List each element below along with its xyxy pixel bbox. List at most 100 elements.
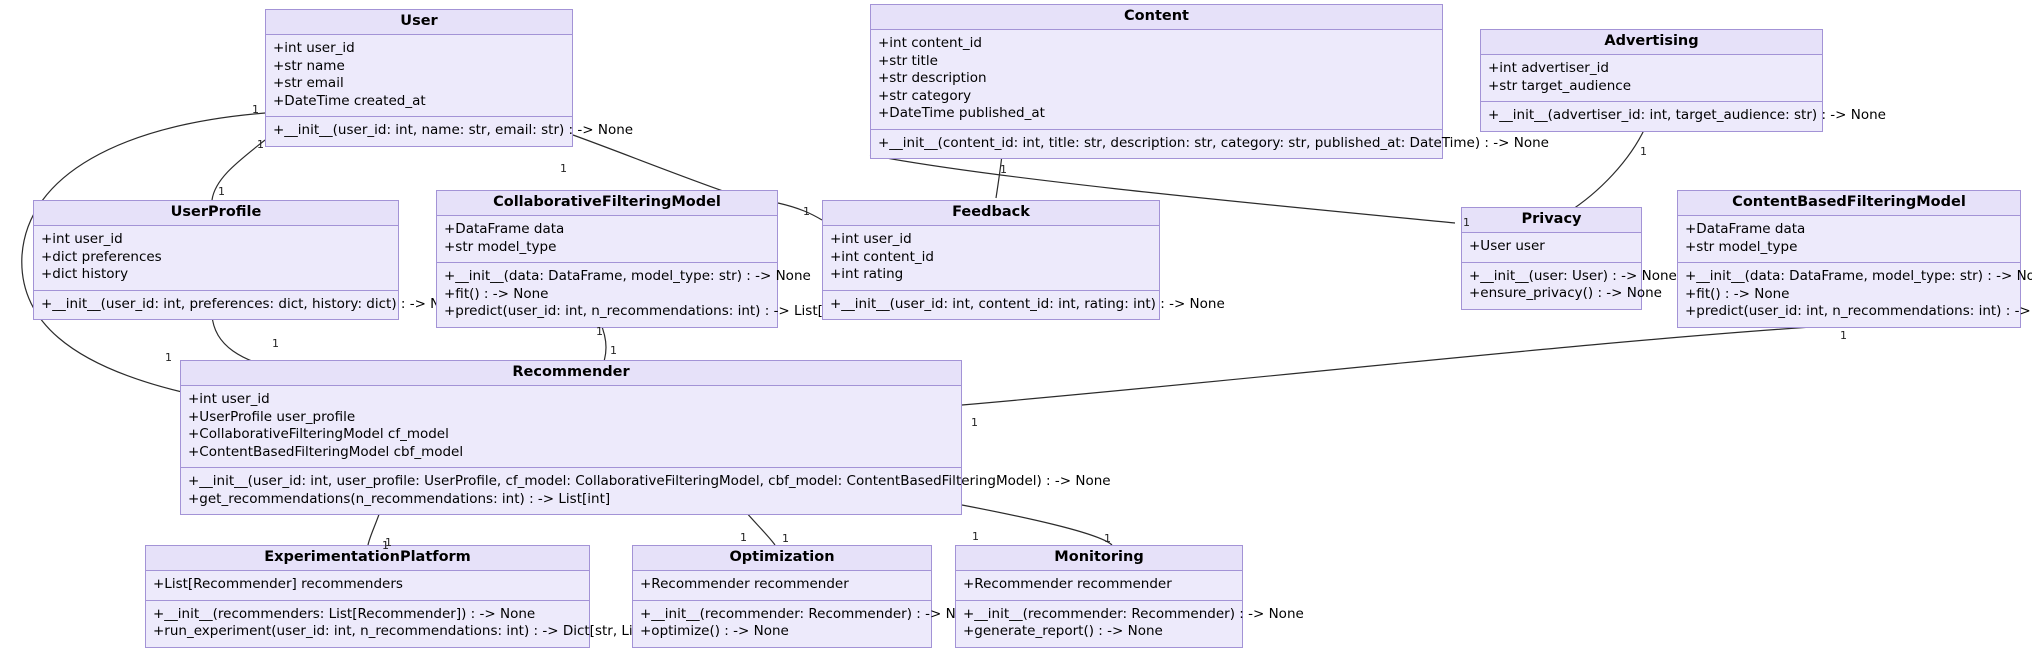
attribute-row: +int user_id [273, 40, 355, 56]
class-methods-user-profile: +__init__(user_id: int, preferences: dic… [34, 289, 466, 319]
method-row: +__init__(recommender: Recommender) : ->… [963, 605, 1304, 622]
attribute-row: +int user_id [188, 391, 270, 407]
attribute-row: +Recommender recommender [640, 576, 849, 592]
class-methods-content-based-filtering-model: +__init__(data: DataFrame, model_type: s… [1678, 262, 2032, 327]
multiplicity-label: 1 [560, 162, 567, 175]
edge-cfmodel-feedback [777, 202, 823, 221]
attribute-row: +Recommender recommender [963, 576, 1172, 592]
multiplicity-label: 1 [218, 185, 225, 198]
attribute-row: +str model_type [444, 238, 557, 255]
class-title-monitoring: Monitoring [956, 546, 1242, 571]
attribute-row: +int rating [830, 266, 904, 282]
class-attributes-user: +int user_id +str name +str email +DateT… [266, 35, 572, 116]
class-box-user[interactable]: User +int user_id +str name +str email +… [265, 9, 634, 147]
multiplicity-label: 1 [596, 325, 603, 338]
class-methods-privacy: +__init__(user: User) : -> None +ensure_… [1462, 261, 1677, 309]
multiplicity-label: 1 [272, 337, 279, 350]
method-row: +get_recommendations(n_recommendations: … [188, 490, 611, 507]
multiplicity-label: 1 [257, 138, 264, 151]
multiplicity-label: 1 [803, 205, 810, 218]
class-box-recommender[interactable]: Recommender +int user_id +UserProfile us… [180, 360, 1111, 515]
class-methods-advertising: +__init__(advertiser_id: int, target_aud… [1481, 101, 1886, 131]
method-row: +optimize() : -> None [640, 623, 789, 639]
class-methods-recommender: +__init__(user_id: int, user_profile: Us… [181, 467, 1111, 514]
method-row: +generate_report() : -> None [963, 623, 1163, 639]
class-box-experimentation-platform[interactable]: ExperimentationPlatform +List[Recommende… [145, 545, 679, 648]
multiplicity-label: 1 [385, 536, 392, 549]
multiplicity-label: 1 [1104, 532, 1111, 545]
class-attributes-experimentation-platform: +List[Recommender] recommenders [146, 571, 589, 600]
multiplicity-label: 1 [382, 539, 389, 552]
attribute-row: +str name [273, 57, 345, 74]
multiplicity-label: 1 [1840, 329, 1847, 342]
class-attributes-privacy: +User user [1462, 233, 1641, 262]
class-attributes-recommender: +int user_id +UserProfile user_profile +… [181, 386, 961, 467]
class-attributes-monitoring: +Recommender recommender [956, 571, 1242, 600]
multiplicity-label: 1 [782, 532, 789, 545]
class-methods-feedback: +__init__(user_id: int, content_id: int,… [823, 289, 1225, 319]
class-box-feedback[interactable]: Feedback +int user_id +int content_id +i… [822, 200, 1225, 320]
method-row: +predict(user_id: int, n_recommendations… [1685, 303, 2032, 319]
edge-user-cfmodel [572, 134, 727, 193]
attribute-row: +str description [878, 70, 987, 86]
method-row: +__init__(advertiser_id: int, target_aud… [1488, 107, 1886, 123]
multiplicity-label: 1 [1000, 163, 1007, 176]
method-row: +__init__(user_id: int, preferences: dic… [41, 295, 466, 312]
edge-advertising-privacy [1566, 127, 1646, 214]
attribute-row: +UserProfile user_profile [188, 408, 356, 425]
attribute-row: +CollaborativeFilteringModel cf_model [188, 426, 449, 442]
method-row: +__init__(content_id: int, title: str, d… [878, 134, 1549, 151]
class-box-user-profile[interactable]: UserProfile +int user_id +dict preferenc… [33, 200, 466, 320]
method-row: +__init__(user: User) : -> None [1469, 267, 1677, 284]
class-methods-content: +__init__(content_id: int, title: str, d… [871, 128, 1549, 158]
attribute-row: +int user_id [41, 231, 123, 247]
attribute-row: +DataFrame data [444, 221, 565, 237]
method-row: +ensure_privacy() : -> None [1469, 285, 1662, 301]
attribute-row: +dict history [41, 266, 129, 282]
method-row: +__init__(data: DataFrame, model_type: s… [444, 268, 811, 284]
method-row: +__init__(data: DataFrame, model_type: s… [1685, 268, 2032, 284]
class-methods-experimentation-platform: +__init__(recommenders: List[Recommender… [146, 599, 679, 647]
class-attributes-feedback: +int user_id +int content_id +int rating [823, 226, 1159, 290]
class-attributes-optimization: +Recommender recommender [633, 571, 931, 600]
method-row: +run_experiment(user_id: int, n_recommen… [153, 623, 679, 639]
class-methods-collaborative-filtering-model: +__init__(data: DataFrame, model_type: s… [437, 262, 846, 327]
class-title-feedback: Feedback [823, 201, 1159, 226]
class-box-collaborative-filtering-model[interactable]: CollaborativeFilteringModel +DataFrame d… [436, 190, 846, 328]
edge-recommender-cbfmodel [961, 324, 1843, 406]
attribute-row: +int user_id [830, 231, 912, 247]
class-title-content: Content [871, 5, 1442, 30]
class-methods-optimization: +__init__(recommender: Recommender) : ->… [633, 599, 981, 647]
class-title-privacy: Privacy [1462, 208, 1641, 233]
class-box-advertising[interactable]: Advertising +int advertiser_id +str targ… [1480, 29, 1886, 132]
class-box-content[interactable]: Content +int content_id +str title +str … [870, 4, 1549, 159]
edge-content-feedback [995, 154, 1003, 199]
class-title-experimentation-platform: ExperimentationPlatform [146, 546, 589, 571]
class-box-content-based-filtering-model[interactable]: ContentBasedFilteringModel +DataFrame da… [1677, 190, 2032, 328]
attribute-row: +int advertiser_id [1488, 60, 1609, 76]
attribute-row: +str email [273, 75, 344, 91]
class-title-user-profile: UserProfile [34, 201, 398, 226]
class-box-optimization[interactable]: Optimization +Recommender recommender +_… [632, 545, 981, 648]
attribute-row: +str title [878, 52, 938, 69]
attribute-row: +List[Recommender] recommenders [153, 576, 403, 592]
attribute-row: +str target_audience [1488, 77, 1632, 94]
multiplicity-label: 1 [971, 416, 978, 429]
class-attributes-content-based-filtering-model: +DataFrame data +str model_type [1678, 216, 2020, 262]
multiplicity-label: 1 [165, 351, 172, 364]
attribute-row: +User user [1469, 238, 1545, 254]
multiplicity-label: 1 [740, 531, 747, 544]
multiplicity-label: 1 [610, 344, 617, 357]
attribute-row: +int content_id [830, 248, 934, 265]
class-title-advertising: Advertising [1481, 30, 1822, 55]
attribute-row: +int content_id [878, 35, 982, 51]
class-title-content-based-filtering-model: ContentBasedFilteringModel [1678, 191, 2020, 216]
class-box-monitoring[interactable]: Monitoring +Recommender recommender +__i… [955, 545, 1304, 648]
class-title-collaborative-filtering-model: CollaborativeFilteringModel [437, 191, 777, 216]
class-box-privacy[interactable]: Privacy +User user +__init__(user: User)… [1461, 207, 1677, 310]
class-title-user: User [266, 10, 572, 35]
class-title-optimization: Optimization [633, 546, 931, 571]
class-attributes-collaborative-filtering-model: +DataFrame data +str model_type [437, 216, 777, 262]
multiplicity-label: 1 [972, 530, 979, 543]
method-row: +__init__(user_id: int, name: str, email… [273, 122, 634, 138]
